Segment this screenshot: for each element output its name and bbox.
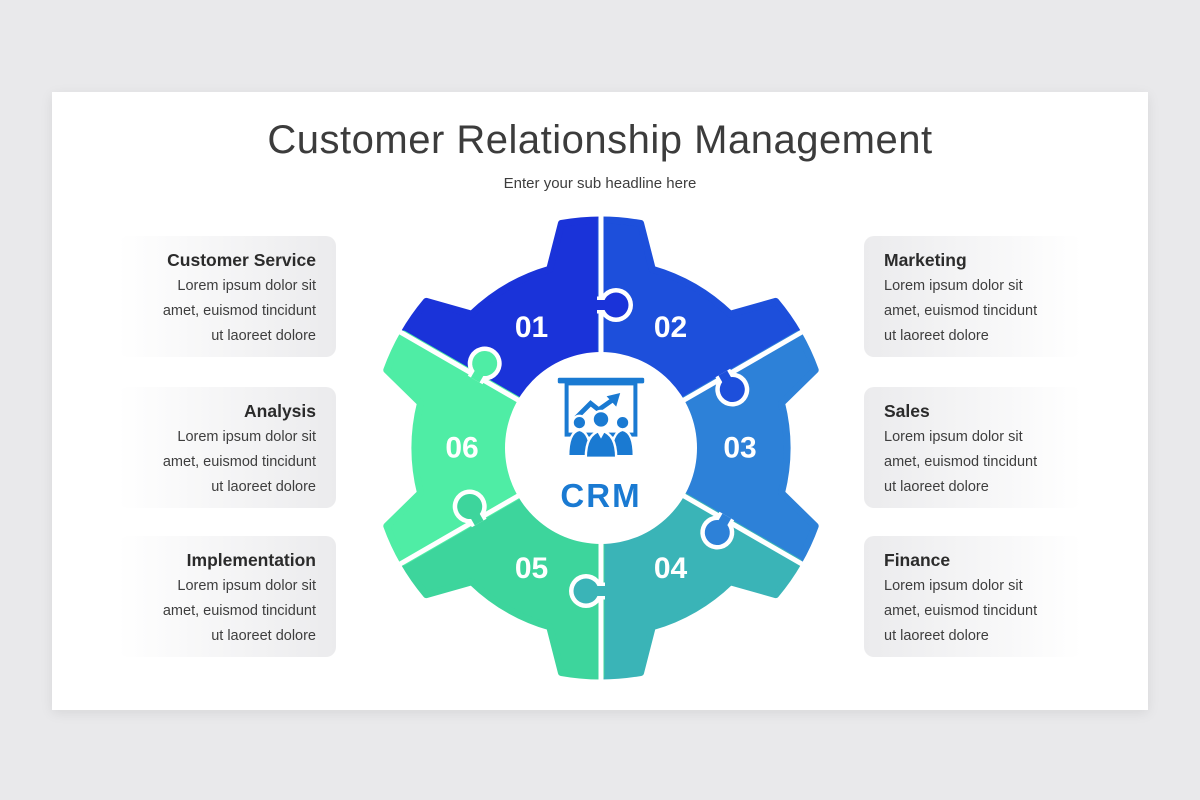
card-implementation: Implementation Lorem ipsum dolor sit ame… bbox=[118, 536, 336, 657]
card-body: Lorem ipsum dolor sit amet, euismod tinc… bbox=[162, 429, 316, 495]
card-title: Analysis bbox=[244, 401, 316, 421]
crm-label: CRM bbox=[560, 477, 641, 514]
person-center-icon bbox=[584, 409, 618, 460]
page-title: Customer Relationship Management bbox=[267, 118, 933, 162]
segment-divider bbox=[397, 328, 530, 409]
puzzle-knob-05 bbox=[452, 489, 487, 528]
segment-divider bbox=[672, 487, 805, 568]
card-title: Finance bbox=[884, 550, 951, 570]
card-finance: Finance Lorem ipsum dolor sit amet, euis… bbox=[864, 536, 1082, 657]
knob-head bbox=[704, 519, 730, 545]
card-body: Lorem ipsum dolor sit amet, euismod tinc… bbox=[884, 429, 1038, 495]
card-body: Lorem ipsum dolor sit amet, euismod tinc… bbox=[162, 278, 316, 344]
segment-numbers: 01 02 03 04 05 06 bbox=[445, 311, 756, 585]
card-sales: Sales Lorem ipsum dolor sit amet, euismo… bbox=[864, 387, 1082, 508]
puzzle-knob-04 bbox=[569, 574, 605, 608]
card-title: Sales bbox=[884, 401, 930, 421]
segment-number: 02 bbox=[654, 311, 687, 344]
segment-number: 01 bbox=[515, 311, 548, 344]
page-subtitle: Enter your sub headline here bbox=[503, 175, 697, 192]
card-title: Customer Service bbox=[167, 250, 316, 270]
card-marketing: Marketing Lorem ipsum dolor sit amet, eu… bbox=[864, 236, 1082, 357]
knob-head bbox=[603, 292, 629, 318]
person-right-icon bbox=[610, 414, 636, 458]
puzzle-knob-03 bbox=[700, 511, 735, 550]
segment-number: 03 bbox=[723, 432, 756, 465]
knob-head bbox=[472, 351, 498, 377]
card-customer-service: Customer Service Lorem ipsum dolor sit a… bbox=[118, 236, 336, 357]
segment-number: 04 bbox=[654, 552, 688, 585]
segment-number: 06 bbox=[445, 432, 478, 465]
knob-head bbox=[719, 376, 745, 402]
card-body: Lorem ipsum dolor sit amet, euismod tinc… bbox=[162, 578, 316, 644]
knob-head bbox=[457, 494, 483, 520]
card-body: Lorem ipsum dolor sit amet, euismod tinc… bbox=[884, 578, 1038, 644]
card-title: Marketing bbox=[884, 250, 967, 270]
puzzle-dividers bbox=[397, 214, 805, 682]
knob-head bbox=[573, 578, 599, 604]
segment-divider bbox=[672, 328, 805, 409]
presentation-team-icon bbox=[557, 377, 645, 460]
segment-divider bbox=[397, 487, 530, 568]
diagram-center-content: CRM bbox=[557, 377, 645, 514]
puzzle-knob-01 bbox=[597, 288, 633, 322]
card-analysis: Analysis Lorem ipsum dolor sit amet, eui… bbox=[118, 387, 336, 508]
segment-number: 05 bbox=[515, 552, 548, 585]
puzzle-knob-06 bbox=[467, 346, 502, 385]
card-body: Lorem ipsum dolor sit amet, euismod tinc… bbox=[884, 278, 1038, 344]
card-title: Implementation bbox=[186, 550, 316, 570]
puzzle-knob-02 bbox=[715, 368, 750, 407]
